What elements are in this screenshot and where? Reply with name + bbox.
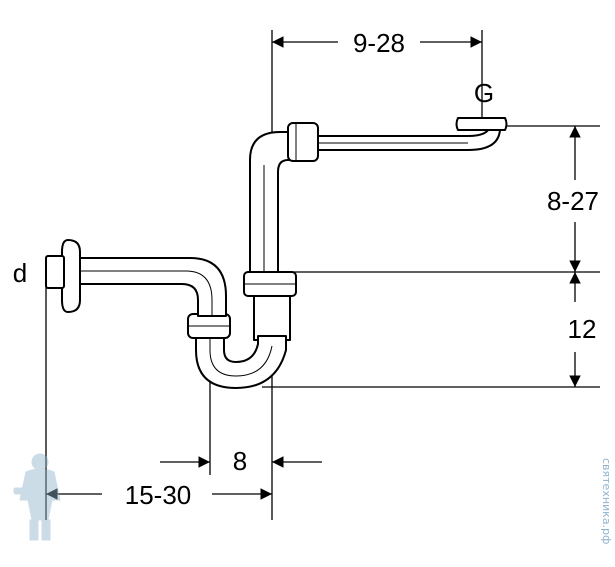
u-bend: [195, 329, 287, 389]
label-outlet: d: [13, 258, 27, 288]
dim-top-offset: 9-28: [353, 28, 405, 58]
inlet-flange: [455, 117, 508, 131]
dim-height-lower: 12: [568, 314, 597, 344]
label-inlet: G: [474, 78, 494, 108]
dimension-lines: [46, 36, 581, 500]
dim-height-upper: 8-27: [547, 186, 599, 216]
outlet-flange: [61, 239, 81, 313]
watermark-site: святехника.рф: [600, 458, 613, 544]
outlet-tube: [79, 257, 227, 317]
plumber-watermark-logo: [13, 453, 61, 541]
trap-body: [253, 295, 291, 341]
siphon-pipes: [45, 117, 508, 389]
upper-nut: [287, 122, 319, 162]
dim-bottom-offset: 15-30: [125, 480, 192, 510]
dim-gap: 8: [233, 446, 247, 476]
